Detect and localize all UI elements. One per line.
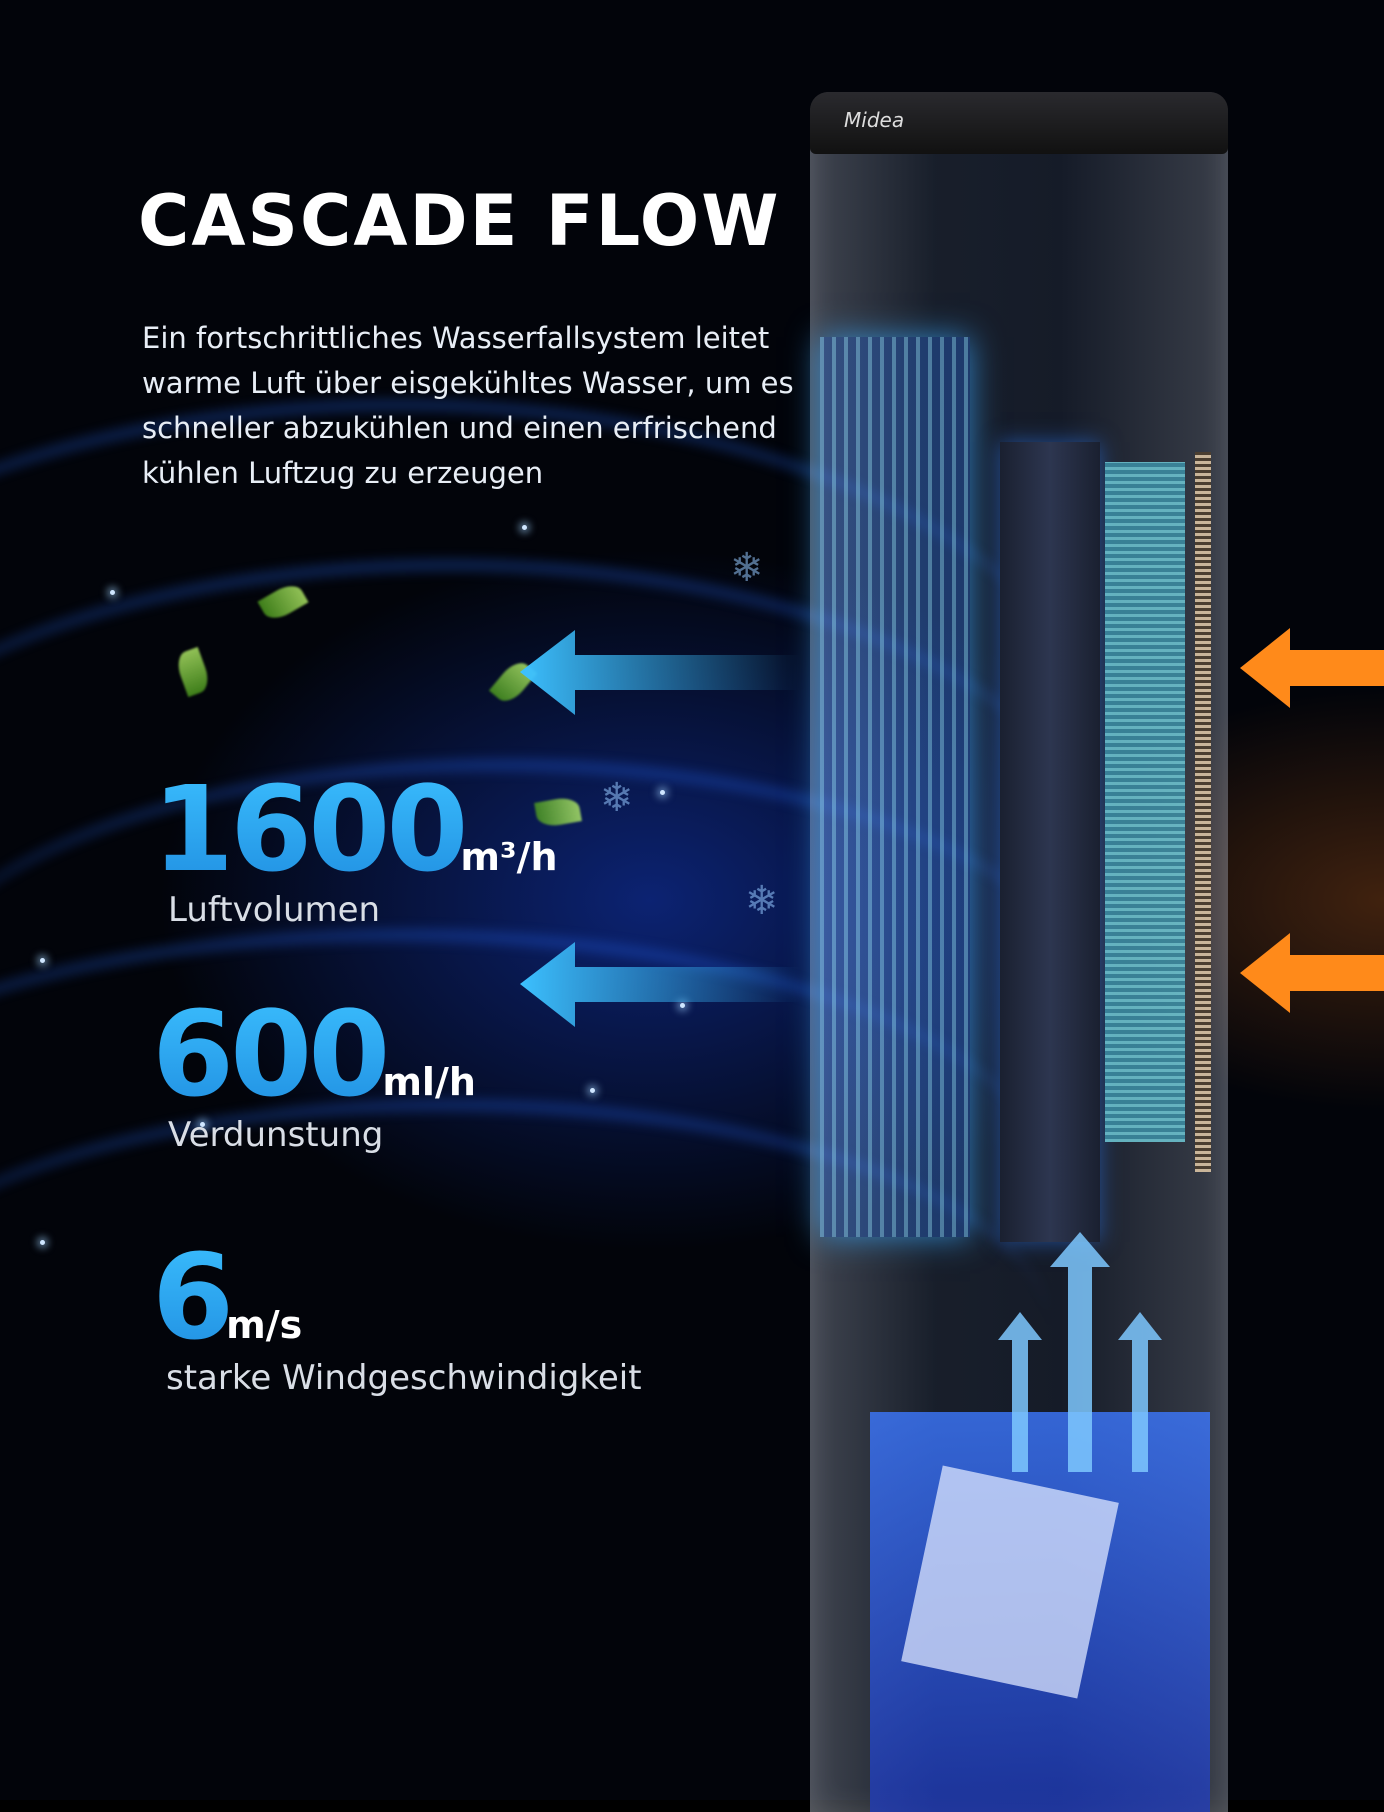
up-arrows-icon	[998, 1232, 1162, 1472]
stat-unit: m/s	[226, 1303, 303, 1347]
stat-value: 6	[152, 1228, 234, 1366]
warm-air-arrow-icon	[1240, 933, 1384, 1013]
page-title: CASCADE FLOW	[138, 180, 781, 262]
rear-grille	[1195, 452, 1211, 1172]
fan-core	[1000, 442, 1100, 1242]
stat-label: starke Windgeschwindigkeit	[166, 1358, 642, 1398]
cool-air-arrow-icon	[520, 942, 800, 1027]
stat-unit: m³/h	[460, 835, 558, 879]
tower-top-cap: Midea	[810, 92, 1228, 154]
snowflake-icon: ❄	[730, 545, 764, 591]
description: Ein fortschrittliches Wasserfallsystem l…	[142, 321, 794, 490]
stat-evaporation: 600ml/h Verdunstung	[152, 995, 476, 1155]
cooling-panel	[820, 337, 970, 1237]
cool-air-arrow-icon	[520, 630, 800, 715]
stat-wind-speed: 6m/s starke Windgeschwindigkeit	[152, 1238, 642, 1398]
stat-label: Verdunstung	[168, 1115, 384, 1155]
stat-unit: ml/h	[382, 1060, 476, 1104]
stat-air-volume: 1600m³/h Luftvolumen	[152, 770, 558, 930]
air-cooler-tower: Midea	[810, 92, 1228, 1812]
snowflake-icon: ❄	[600, 775, 634, 821]
stat-value: 1600	[152, 760, 468, 898]
warm-air-arrow-icon	[1240, 628, 1384, 708]
stat-value: 600	[152, 985, 390, 1123]
stat-label: Luftvolumen	[168, 890, 381, 930]
snowflake-icon: ❄	[745, 878, 779, 924]
brand-logo: Midea	[844, 108, 905, 132]
water-filter	[1105, 462, 1185, 1142]
